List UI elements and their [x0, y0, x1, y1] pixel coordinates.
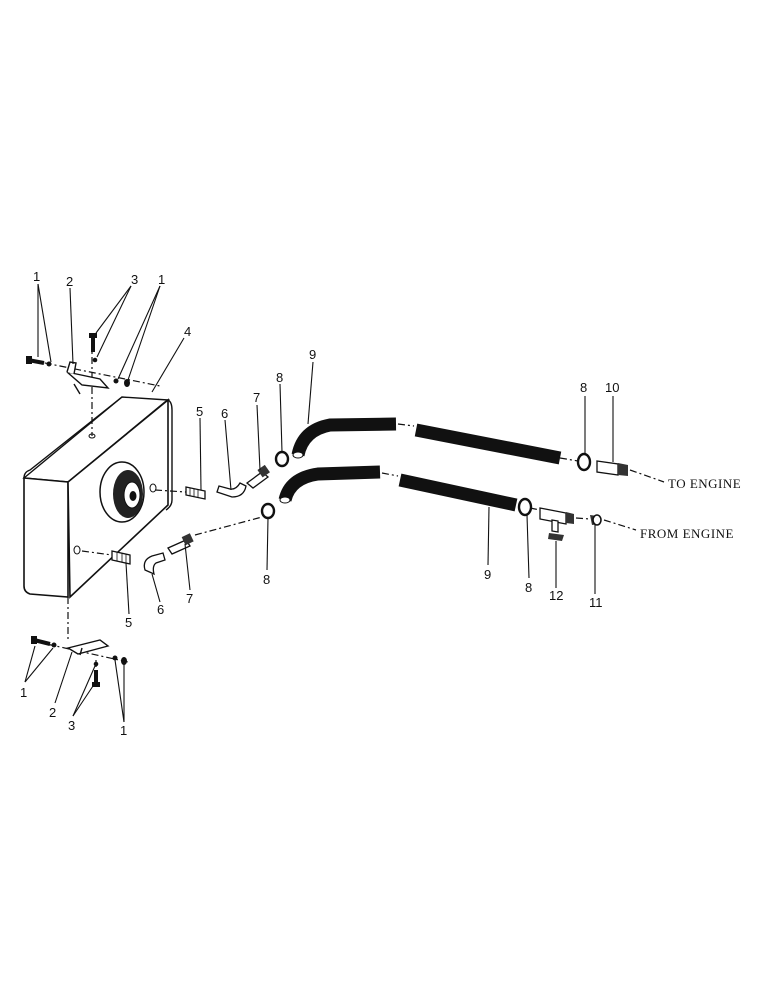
heater-box	[22, 396, 173, 599]
callout-1-top-left: 1	[33, 269, 40, 284]
callout-1-bottom-right: 1	[120, 723, 127, 738]
callout-2-bottom: 2	[49, 705, 56, 720]
callout-6-upper: 6	[221, 406, 228, 421]
callout-4: 4	[184, 324, 191, 339]
callout-5-lower: 5	[125, 615, 132, 630]
callout-9-upper: 9	[309, 347, 316, 362]
callout-10: 10	[605, 380, 619, 395]
callout-2-top: 2	[66, 274, 73, 289]
callout-8-upper: 8	[276, 370, 283, 385]
callout-8-mid: 8	[263, 572, 270, 587]
upper-line	[154, 417, 665, 500]
callout-6-lower: 6	[157, 602, 164, 617]
callout-numbers: 1 2 3 1 4 5 6 7 8 9 8 10 8 5 6 7 9 8 12 …	[20, 269, 619, 738]
from-engine-label: FROM ENGINE	[640, 526, 734, 541]
callout-11: 11	[589, 595, 603, 610]
to-engine-label: TO ENGINE	[668, 476, 741, 491]
callout-5-upper: 5	[196, 404, 203, 419]
bottom-mounting-hardware	[31, 597, 129, 687]
callout-8-right: 8	[580, 380, 587, 395]
callout-12: 12	[549, 588, 563, 603]
callout-1-top-right: 1	[158, 272, 165, 287]
callout-3-bottom: 3	[68, 718, 75, 733]
callout-7-lower: 7	[186, 591, 193, 606]
callout-9-lower: 9	[484, 567, 491, 582]
lower-line	[81, 465, 637, 576]
callout-7-upper: 7	[253, 390, 260, 405]
callout-3-top: 3	[131, 272, 138, 287]
top-mounting-hardware	[26, 333, 161, 436]
leader-lines	[24, 283, 614, 723]
callout-1-bottom-left: 1	[20, 685, 27, 700]
callout-8-lower: 8	[525, 580, 532, 595]
